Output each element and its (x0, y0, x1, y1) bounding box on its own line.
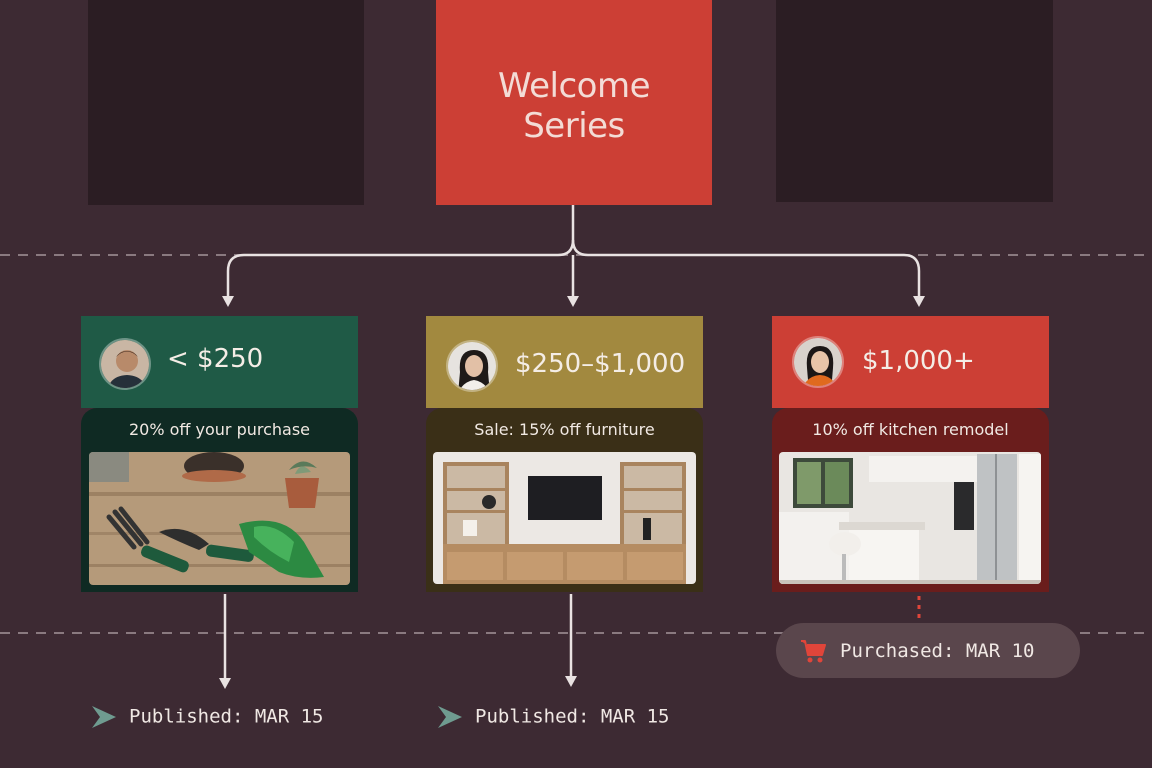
welcome-series-node[interactable]: Welcome Series (436, 0, 712, 205)
published-status-left: Published: MAR 15 (91, 705, 323, 729)
segment-offer-panel: 10% off kitchen remodel (772, 408, 1049, 592)
avatar (446, 340, 498, 392)
connector-trunk (557, 205, 575, 257)
arrowhead-published-middle (565, 676, 577, 687)
segment-card-250-1000[interactable]: $250–$1,000 Sale: 15% off furniture (426, 316, 703, 592)
arrowhead-right (913, 296, 925, 307)
published-status-text: Published: MAR 15 (475, 705, 670, 728)
living-room-furniture-photo (433, 452, 696, 584)
purchased-status-text: Purchased: MAR 10 (840, 639, 1035, 662)
arrowhead-published-left (219, 678, 231, 689)
segment-offer-text: 20% off your purchase (128, 420, 311, 439)
purchased-status-pill: Purchased: MAR 10 (776, 623, 1080, 678)
placeholder-box-right (776, 0, 1053, 202)
arrowhead-left (222, 296, 234, 307)
segment-tier-label: $1,000+ (862, 346, 975, 376)
segment-card-header: < $250 (81, 316, 358, 408)
send-icon (92, 706, 116, 728)
placeholder-box-left (88, 0, 364, 205)
segment-offer-text: Sale: 15% off furniture (474, 420, 655, 439)
segment-card-1000-plus[interactable]: $1,000+ 10% off kitchen remodel (772, 316, 1049, 592)
segment-offer-panel: Sale: 15% off furniture (426, 408, 703, 592)
avatar (99, 338, 151, 390)
published-status-middle: Published: MAR 15 (437, 705, 669, 729)
segment-offer-text: 10% off kitchen remodel (812, 420, 1009, 439)
connector-left (226, 253, 558, 298)
garden-tools-photo (89, 452, 350, 585)
segment-card-header: $250–$1,000 (426, 316, 703, 408)
connector-right-start (571, 239, 589, 257)
segment-card-header: $1,000+ (772, 316, 1049, 408)
send-icon (438, 706, 462, 728)
welcome-series-title: Welcome Series (497, 65, 651, 146)
arrowhead-middle (567, 296, 579, 307)
segment-offer-panel: 20% off your purchase (81, 408, 358, 592)
kitchen-remodel-photo (779, 452, 1041, 584)
published-status-text: Published: MAR 15 (129, 705, 324, 728)
segment-tier-label: $250–$1,000 (515, 349, 686, 379)
segment-card-under-250[interactable]: < $250 20% off your purchase (81, 316, 358, 592)
avatar (792, 336, 844, 388)
cart-icon (801, 639, 826, 662)
segment-tier-label: < $250 (167, 344, 264, 374)
connector-right (588, 253, 921, 298)
